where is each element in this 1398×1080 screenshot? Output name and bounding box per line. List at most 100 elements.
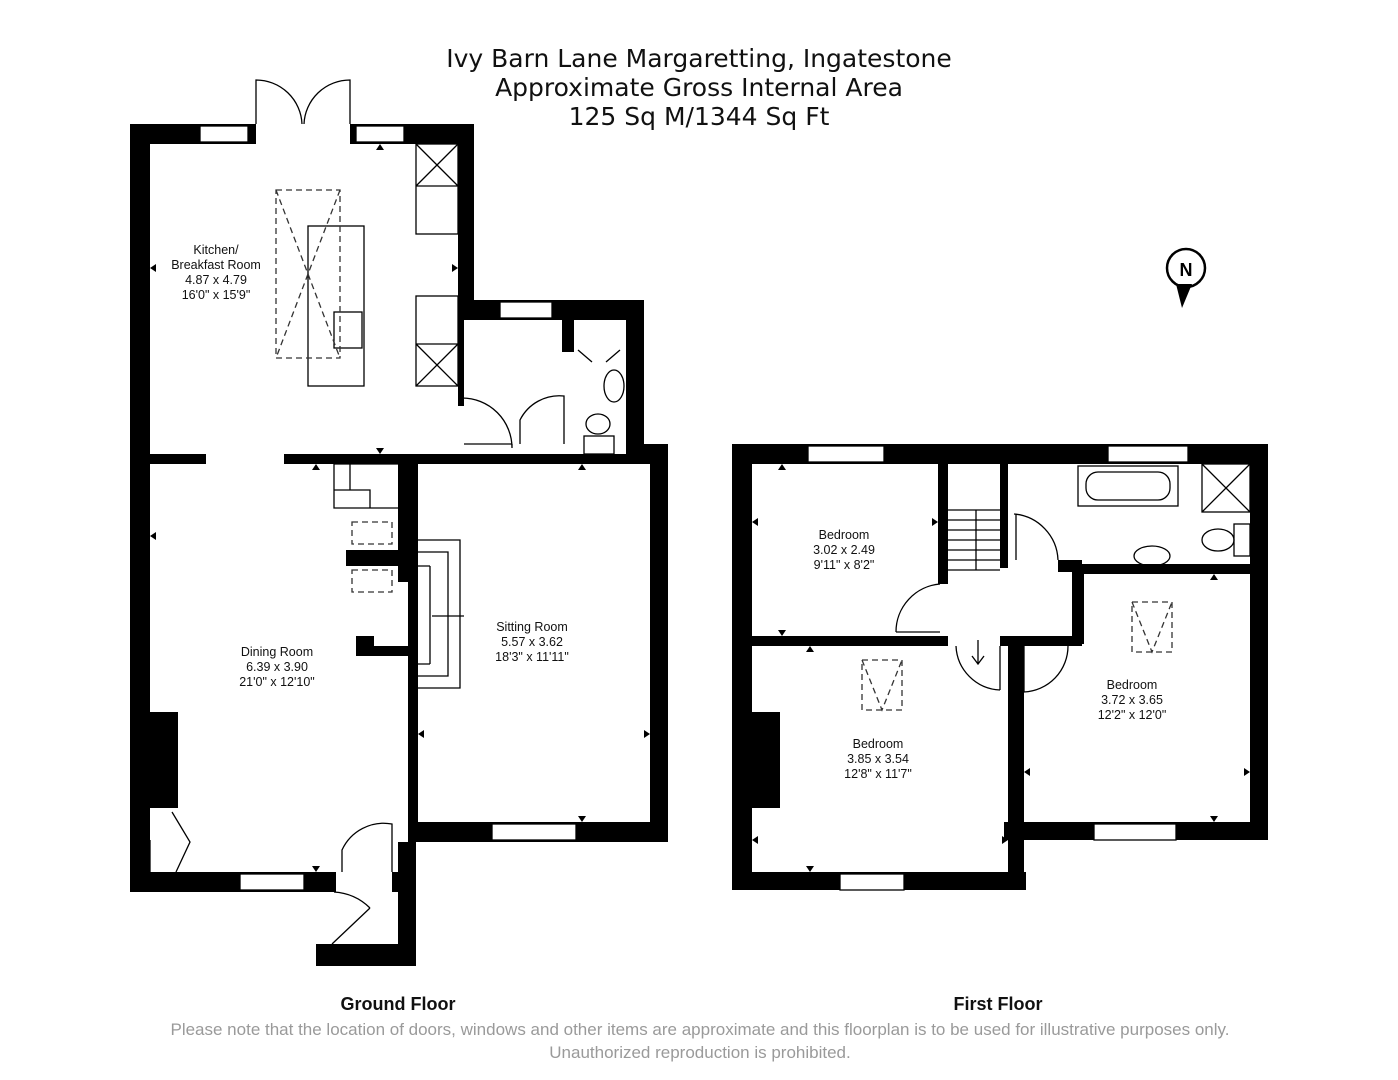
window-kitchen-north-right <box>355 125 405 143</box>
toilet-cistern-ground <box>583 435 615 455</box>
room-kitchen-imperial: 16'0" x 15'9" <box>181 288 251 302</box>
kitchen-island <box>307 225 365 387</box>
room-bed2-name: Bedroom <box>852 737 904 751</box>
wall-landing-east <box>1072 564 1084 644</box>
first-floor-plan <box>732 444 1268 891</box>
toilet-ground <box>585 413 611 435</box>
wall-porch-east <box>398 842 416 966</box>
french-doors <box>255 79 351 125</box>
window-bed2 <box>839 873 905 891</box>
kitchen-unit-lower-cross <box>415 343 459 387</box>
room-kitchen-name2: Breakfast Room <box>171 258 261 272</box>
wall-utility-west <box>458 320 464 406</box>
room-dining-metric: 6.39 x 3.90 <box>246 660 308 674</box>
room-label-bedroom-1: Bedroom 3.02 x 2.49 9'11" x 8'2" <box>784 528 904 573</box>
skylight-bed3-lines <box>1131 601 1173 654</box>
kitchen-unit-upper-cross <box>415 143 459 187</box>
door-cupboard <box>577 349 621 363</box>
wall-first-west <box>732 444 752 890</box>
floor-label-ground: Ground Floor <box>340 994 456 1014</box>
wall-dining-south <box>130 872 336 892</box>
room-bed1-metric: 3.02 x 2.49 <box>813 543 875 557</box>
door-utility <box>461 397 513 449</box>
room-bed2-imperial: 12'8" x 11'7" <box>844 767 912 781</box>
wall-kitchen-east <box>458 124 474 300</box>
chimney-breast-ground <box>130 712 178 808</box>
window-utility <box>499 301 553 319</box>
compass-letter: N <box>1180 260 1193 280</box>
cupboard-dashed-1 <box>351 521 393 545</box>
door-bed2 <box>955 645 1001 691</box>
title-area-label: Approximate Gross Internal Area <box>495 73 903 102</box>
wall-bed2-east <box>1008 636 1024 890</box>
wall-wc-east <box>626 300 644 460</box>
bathtub <box>1077 465 1179 507</box>
room-label-bedroom-3: Bedroom 3.72 x 3.65 12'2" x 12'0" <box>1072 678 1192 723</box>
room-label-sitting: Sitting Room 5.57 x 3.62 18'3" x 11'11" <box>472 620 592 665</box>
stair-direction-arrow <box>971 640 985 666</box>
skylight-bed2 <box>861 659 903 711</box>
room-label-dining: Dining Room 6.39 x 3.90 21'0" x 12'10" <box>217 645 337 690</box>
door-bed1 <box>895 583 941 633</box>
room-bed1-name: Bedroom <box>818 528 870 542</box>
compass: N <box>1165 247 1207 308</box>
compass-pointer <box>1176 284 1192 308</box>
wall-ground-west <box>130 124 150 892</box>
basin-wc <box>603 369 625 403</box>
skylight-bed3 <box>1131 601 1173 653</box>
basin-bathroom <box>1133 545 1171 567</box>
room-dining-imperial: 21'0" x 12'10" <box>239 675 315 689</box>
window-bath <box>1107 445 1189 463</box>
room-kitchen-name1: Kitchen/ <box>193 243 239 257</box>
roof-lantern <box>275 189 341 359</box>
kitchen-unit-upper <box>415 143 459 235</box>
room-sitting-imperial: 18'3" x 11'11" <box>495 650 569 664</box>
room-label-kitchen: Kitchen/ Breakfast Room 4.87 x 4.79 16'0… <box>156 243 276 303</box>
ground-floor-plan <box>130 79 668 966</box>
skylight-bed2-lines <box>861 659 903 712</box>
wall-bath-west <box>1000 464 1008 568</box>
room-label-bedroom-2: Bedroom 3.85 x 3.54 12'8" x 11'7" <box>818 737 938 782</box>
shower-tray <box>1201 463 1251 513</box>
window-kitchen-north <box>199 125 249 143</box>
kitchen-unit-lower <box>415 295 459 387</box>
window-bed1 <box>807 445 885 463</box>
room-sitting-name: Sitting Room <box>496 620 568 634</box>
wall-first-east <box>1250 444 1268 840</box>
measurement-arrows <box>150 144 1250 872</box>
room-bed3-imperial: 12'2" x 12'0" <box>1097 708 1167 722</box>
wall-porch-south <box>316 944 416 966</box>
room-bed3-metric: 3.72 x 3.65 <box>1101 693 1163 707</box>
title-address: Ivy Barn Lane Margaretting, Ingatestone <box>446 44 952 73</box>
window-bed3 <box>1093 823 1177 841</box>
shower-cross <box>1201 463 1251 513</box>
disclaimer-text: Please note that the location of doors, … <box>170 1020 1230 1062</box>
wall-kitchen-dining-right <box>284 454 668 464</box>
door-front <box>341 822 393 872</box>
wall-dining-return <box>356 646 418 656</box>
stairs-ground <box>333 463 398 509</box>
wall-landing-notch <box>1058 560 1082 572</box>
fireplace-hearth <box>418 539 464 689</box>
door-wc <box>519 395 565 444</box>
room-kitchen-metric: 4.87 x 4.79 <box>185 273 247 287</box>
floor-label-first: First Floor <box>953 994 1043 1014</box>
room-sitting-metric: 5.57 x 3.62 <box>501 635 563 649</box>
toilet-cistern-first <box>1233 523 1251 557</box>
wall-stair-base <box>346 550 416 566</box>
window-sitting <box>491 823 577 841</box>
cupboard-dashed-2 <box>351 569 393 593</box>
door-cupboard-dining <box>149 811 191 873</box>
wall-landing-south <box>1000 636 1082 646</box>
wall-bed1-east <box>938 464 948 584</box>
door-bed3 <box>1023 645 1069 693</box>
door-porch <box>331 891 371 945</box>
kitchen-sink <box>333 311 363 349</box>
stairs-first <box>948 509 1000 571</box>
wall-sitting-east <box>650 444 668 842</box>
wall-bath-south <box>1072 564 1268 574</box>
bathtub-inner <box>1085 471 1171 501</box>
window-dining <box>239 873 305 891</box>
wall-bed1-south <box>752 636 948 646</box>
